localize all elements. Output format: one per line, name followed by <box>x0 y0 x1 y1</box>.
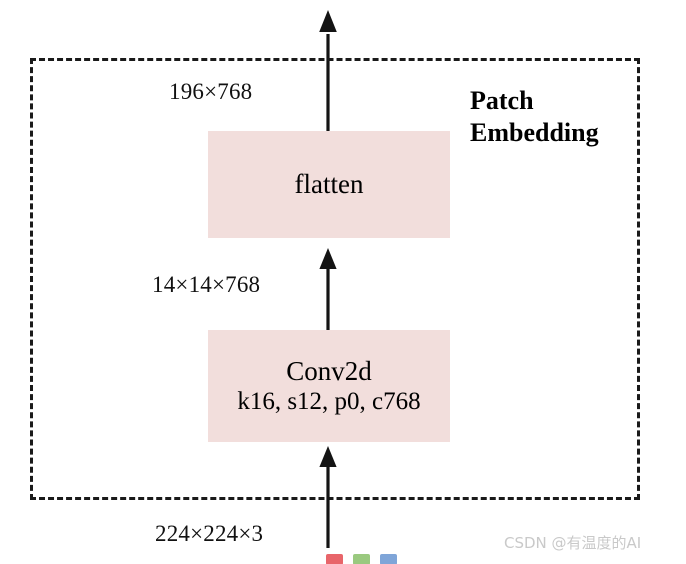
patch-embedding-title-line2: Embedding <box>470 117 599 147</box>
patch-embedding-group-boundary <box>30 58 640 500</box>
block-conv2d-params: k16, s12, p0, c768 <box>237 388 421 416</box>
arrow-flatten-to-output <box>314 10 342 134</box>
chip-blue-icon <box>380 554 397 564</box>
chip-red-icon <box>326 554 343 564</box>
chip-green-icon <box>353 554 370 564</box>
watermark: CSDN @有温度的AI <box>504 534 642 552</box>
block-conv2d-title: Conv2d <box>286 355 372 386</box>
block-flatten[interactable]: flatten <box>208 131 450 238</box>
shape-label-input: 224×224×3 <box>155 521 264 546</box>
color-chip-row <box>326 554 397 564</box>
block-conv2d[interactable]: Conv2d k16, s12, p0, c768 <box>208 330 450 442</box>
patch-embedding-title-line1: Patch <box>470 86 534 115</box>
block-flatten-title: flatten <box>294 169 364 200</box>
patch-embedding-title: Patch Embedding <box>470 85 640 148</box>
arrow-conv-to-flatten <box>314 248 342 332</box>
shape-label-output: 196×768 <box>169 79 253 104</box>
arrow-input-to-conv <box>314 446 342 548</box>
shape-label-intermediate: 14×14×768 <box>152 272 261 297</box>
